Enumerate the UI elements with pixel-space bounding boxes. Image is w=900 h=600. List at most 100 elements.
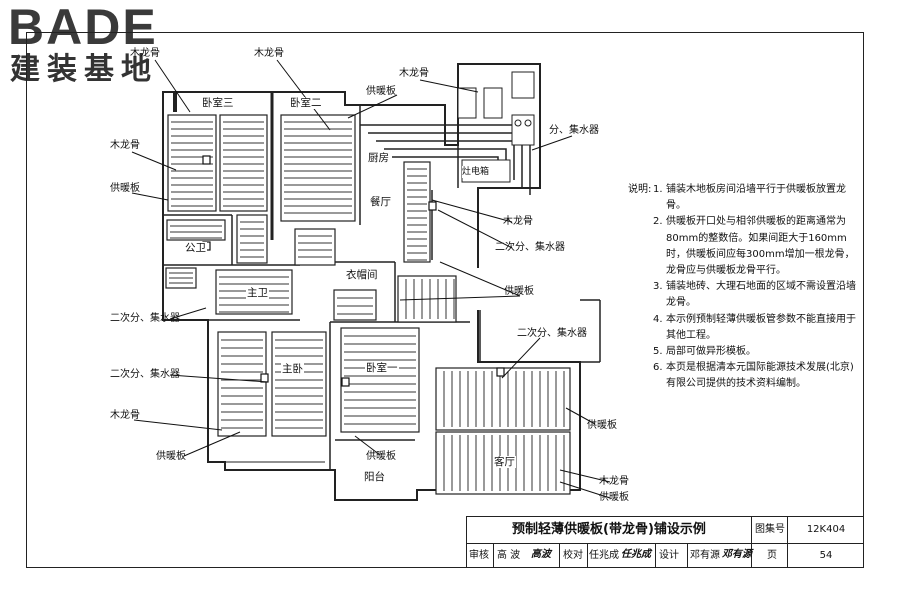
checker-signature: 任兆成 xyxy=(621,549,651,560)
room-label-guest-bath: 公卫 xyxy=(184,242,207,254)
heating-panel xyxy=(333,289,377,321)
note-text: 供暖板开口处与相邻供暖板的距离通常为80mm的整数倍。如果间距大于160mm时，… xyxy=(666,216,855,277)
note-number: 6. xyxy=(653,362,663,374)
note-item: 1.铺装木地板房间沿墙平行于供暖板放置龙骨。 xyxy=(653,182,860,214)
reviewer-signature: 高波 xyxy=(531,549,551,560)
callout-heating-panel: 供暖板 xyxy=(504,286,534,297)
room-label-bedroom1: 卧室一 xyxy=(365,362,399,374)
callout-joist: 木龙骨 xyxy=(399,68,429,79)
room-label-master-bedroom: 主卧 xyxy=(281,363,304,375)
exterior-wall xyxy=(162,200,581,501)
designer-signature: 邓有源 xyxy=(722,549,752,560)
leader-line xyxy=(437,209,513,249)
manifold-marker xyxy=(341,377,350,387)
note-item: 4.本示例预制轻薄供暖板管参数不能直接用于其他工程。 xyxy=(653,312,860,344)
leader-line xyxy=(531,135,573,151)
leader-line xyxy=(439,261,521,297)
heating-panel xyxy=(217,331,267,437)
leader-line xyxy=(431,199,513,223)
callout-secondary-manifold: 二次分、集水器 xyxy=(517,328,587,339)
check-label: 校对 xyxy=(563,550,583,561)
note-number: 2. xyxy=(653,216,663,228)
design-label: 设计 xyxy=(659,550,679,561)
manifold-marker xyxy=(428,201,437,211)
heating-panel xyxy=(280,114,356,222)
leader-line xyxy=(169,374,269,383)
kitchen-cabinet xyxy=(457,87,477,119)
note-number: 5. xyxy=(653,346,663,358)
note-text: 局部可做异形模板。 xyxy=(666,346,756,358)
note-text: 本示例预制轻薄供暖板管参数不能直接用于其他工程。 xyxy=(666,313,856,341)
room-label-cloakroom: 衣帽间 xyxy=(345,269,379,281)
leader-line xyxy=(169,307,207,320)
room-label-balcony: 阳台 xyxy=(363,471,386,483)
note-text: 铺装地砖、大理石地面的区域不需设置沿墙龙骨。 xyxy=(666,281,856,309)
room-label-bedroom3: 卧室三 xyxy=(201,97,235,109)
callout-heating-panel: 供暖板 xyxy=(599,492,629,503)
manifold-marker xyxy=(202,155,211,165)
note-number: 1. xyxy=(653,184,663,195)
callout-stove: 灶电箱 xyxy=(462,166,490,178)
reviewer-name: 高 波 xyxy=(497,550,521,561)
page-label: 页 xyxy=(767,550,777,561)
designer-name: 邓有源 xyxy=(690,550,720,561)
leader-line xyxy=(501,337,541,379)
note-text: 铺装木地板房间沿墙平行于供暖板放置龙骨。 xyxy=(666,184,846,212)
callout-secondary-manifold: 二次分、集水器 xyxy=(495,242,565,253)
callout-manifold: 分、集水器 xyxy=(549,125,599,136)
callout-joist: 木龙骨 xyxy=(130,48,160,59)
room-label-kitchen: 厨房 xyxy=(367,152,390,164)
leader-line xyxy=(154,59,191,113)
callout-heating-panel: 供暖板 xyxy=(366,451,396,462)
leader-line xyxy=(354,435,381,456)
atlas-label: 图集号 xyxy=(755,524,785,535)
room-label-dining: 餐厅 xyxy=(369,196,392,208)
leader-line xyxy=(559,469,611,483)
burner xyxy=(514,119,522,127)
callout-heating-panel: 供暖板 xyxy=(587,420,617,431)
note-number: 4. xyxy=(653,313,663,325)
note-item: 5.局部可做异形模板。 xyxy=(653,344,860,360)
review-label: 审核 xyxy=(469,550,489,561)
note-item: 2.供暖板开口处与相邻供暖板的距离通常为80mm的整数倍。如果间距大于160mm… xyxy=(653,214,860,279)
heating-panel xyxy=(166,219,226,241)
heating-panel xyxy=(340,327,420,433)
note-text: 本页是根据清本元国际能源技术发展(北京)有限公司提供的技术资料编制。 xyxy=(666,362,854,390)
callout-joist: 木龙骨 xyxy=(503,216,533,227)
atlas-number: 12K404 xyxy=(806,524,846,535)
note-number: 3. xyxy=(653,281,663,293)
room-label-bedroom2: 卧室二 xyxy=(289,97,323,109)
callout-heating-panel: 供暖板 xyxy=(366,86,396,97)
callout-secondary-manifold: 二次分、集水器 xyxy=(110,313,180,324)
heating-panel xyxy=(271,331,327,437)
brand-logo: BADE xyxy=(8,0,158,55)
note-item: 3.铺装地砖、大理石地面的区域不需设置沿墙龙骨。 xyxy=(653,279,860,311)
leader-line xyxy=(399,295,521,301)
callout-joist: 木龙骨 xyxy=(254,48,284,59)
notes-list: 1.铺装木地板房间沿墙平行于供暖板放置龙骨。2.供暖板开口处与相邻供暖板的距离通… xyxy=(628,182,860,393)
callout-joist: 木龙骨 xyxy=(110,410,140,421)
room-label-master-bath: 主卫 xyxy=(246,287,269,299)
heating-panel xyxy=(219,114,268,212)
drawing-frame xyxy=(26,32,864,568)
leader-line xyxy=(131,151,177,171)
leader-line xyxy=(133,419,223,431)
room-label-living-room: 客厅 xyxy=(493,456,516,468)
callout-secondary-manifold: 二次分、集水器 xyxy=(110,369,180,380)
callout-joist: 木龙骨 xyxy=(599,476,629,487)
manifold-marker xyxy=(260,373,269,383)
callout-joist: 木龙骨 xyxy=(110,140,140,151)
callout-heating-panel: 供暖板 xyxy=(110,183,140,194)
manifold-marker xyxy=(496,367,505,377)
page-number: 54 xyxy=(819,550,833,561)
heating-panel xyxy=(403,161,431,263)
note-item: 6.本页是根据清本元国际能源技术发展(北京)有限公司提供的技术资料编制。 xyxy=(653,360,860,392)
burner xyxy=(524,119,532,127)
callout-heating-panel: 供暖板 xyxy=(156,451,186,462)
notes-heading: 说明: xyxy=(628,184,652,195)
leader-line xyxy=(183,431,241,457)
drawing-title: 预制轻薄供暖板(带龙骨)铺设示例 xyxy=(512,522,706,537)
fridge-outline xyxy=(511,71,535,99)
leader-line xyxy=(565,407,596,425)
